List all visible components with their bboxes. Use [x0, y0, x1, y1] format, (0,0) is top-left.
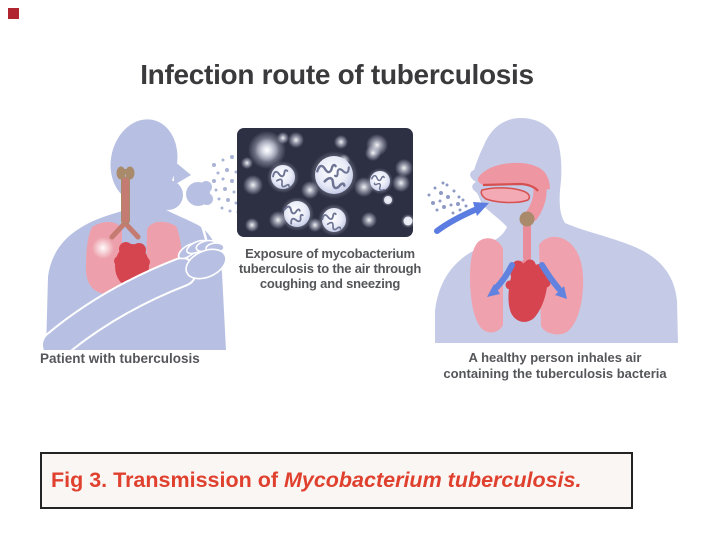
lung-highlight	[92, 237, 114, 259]
bacteria-droplets-icon	[241, 131, 413, 236]
slide-corner-marker	[8, 8, 19, 19]
bacterium-droplet	[280, 197, 314, 231]
patient-hand-on-chest	[41, 239, 227, 350]
bacterium-droplet	[318, 204, 350, 236]
airborne-particles-icon	[427, 181, 468, 215]
patient-figure-illustration	[41, 119, 244, 350]
healthy-person-label-line1: A healthy person inhales air	[468, 350, 642, 365]
airway-icon	[477, 162, 550, 222]
exposure-caption-line3: coughing and sneezing	[259, 276, 401, 291]
healthy-heart-icon	[505, 259, 551, 322]
bacterium-droplet	[367, 168, 393, 194]
patient-label: Patient with tuberculosis	[40, 351, 200, 366]
larynx-icon	[519, 211, 535, 227]
exposure-caption: Exposure of mycobacterium tuberculosis t…	[227, 246, 433, 291]
inhale-arrows-icon	[487, 262, 567, 299]
bacteria-exposure-panel	[237, 128, 413, 237]
figure-caption-prefix: Fig 3. Transmission of	[51, 468, 284, 492]
exposure-caption-line1: Exposure of mycobacterium	[245, 246, 415, 261]
healthy-lungs-icon	[470, 236, 584, 335]
figure-caption-species: Mycobacterium tuberculosis.	[283, 468, 582, 492]
bacterium-droplet	[310, 151, 358, 199]
figure-caption: Fig 3. Transmission of Mycobacterium tub…	[40, 452, 633, 509]
patient-trachea-icon	[109, 166, 141, 240]
healthy-person-label: A healthy person inhales air containing …	[420, 350, 690, 381]
figure-caption-text: Fig 3. Transmission of Mycobacterium tub…	[51, 468, 581, 493]
slide-title: Infection route of tuberculosis	[140, 59, 534, 90]
patient-heart-icon	[114, 242, 150, 288]
healthy-person-label-line2: containing the tuberculosis bacteria	[443, 365, 667, 381]
healthy-person-illustration	[427, 118, 678, 343]
airflow-arrow-icon	[434, 202, 489, 234]
bacterium-droplet	[267, 161, 299, 193]
exposure-caption-line2: tuberculosis to the air through	[238, 261, 422, 276]
